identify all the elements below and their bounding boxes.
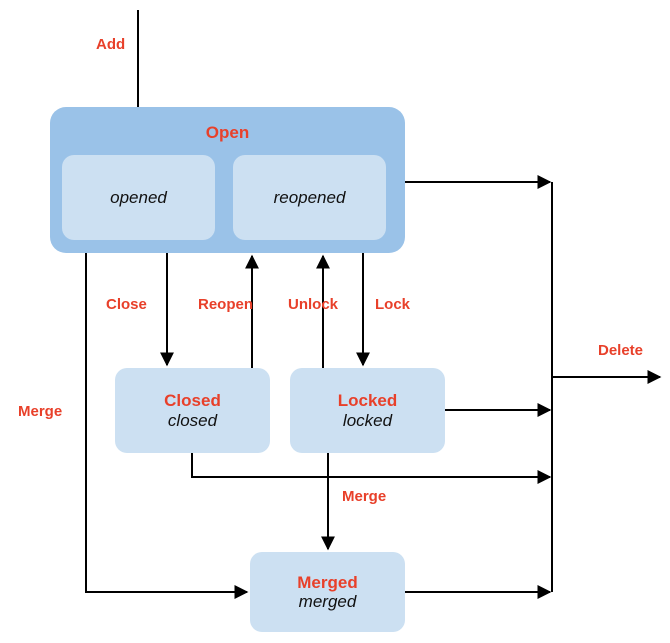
state-closed-title: Closed <box>164 391 221 411</box>
state-opened-sublabel: opened <box>110 187 167 207</box>
state-closed-sublabel: closed <box>167 410 218 430</box>
edge-label-merge-open: Merge <box>18 403 63 420</box>
state-box-merged[interactable]: Merged merged <box>250 552 405 632</box>
state-merged-sublabel: merged <box>298 592 357 611</box>
edge-label-delete: Delete <box>598 342 644 359</box>
edge-merge-open <box>85 253 249 599</box>
edge-label-close: Close <box>106 296 147 313</box>
state-group-open-label: Open <box>205 123 250 142</box>
state-locked-title: Locked <box>337 391 398 411</box>
edge-label-lock: Lock <box>375 296 411 313</box>
state-box-closed[interactable]: Closed closed <box>115 368 270 453</box>
state-box-reopened[interactable]: reopened <box>233 155 386 240</box>
edge-closed-to-delete-bus <box>191 452 552 484</box>
state-merged-title: Merged <box>297 572 358 592</box>
edge-label-unlock: Unlock <box>288 296 339 313</box>
edge-label-add: Add <box>96 36 126 53</box>
state-locked-sublabel: locked <box>342 410 393 430</box>
state-reopened-sublabel: reopened <box>273 187 346 207</box>
state-box-locked[interactable]: Locked locked <box>290 368 445 453</box>
edge-label-merge-locked: Merge <box>342 488 387 505</box>
edge-label-reopen: Reopen <box>198 296 254 313</box>
state-box-opened[interactable]: opened <box>62 155 215 240</box>
